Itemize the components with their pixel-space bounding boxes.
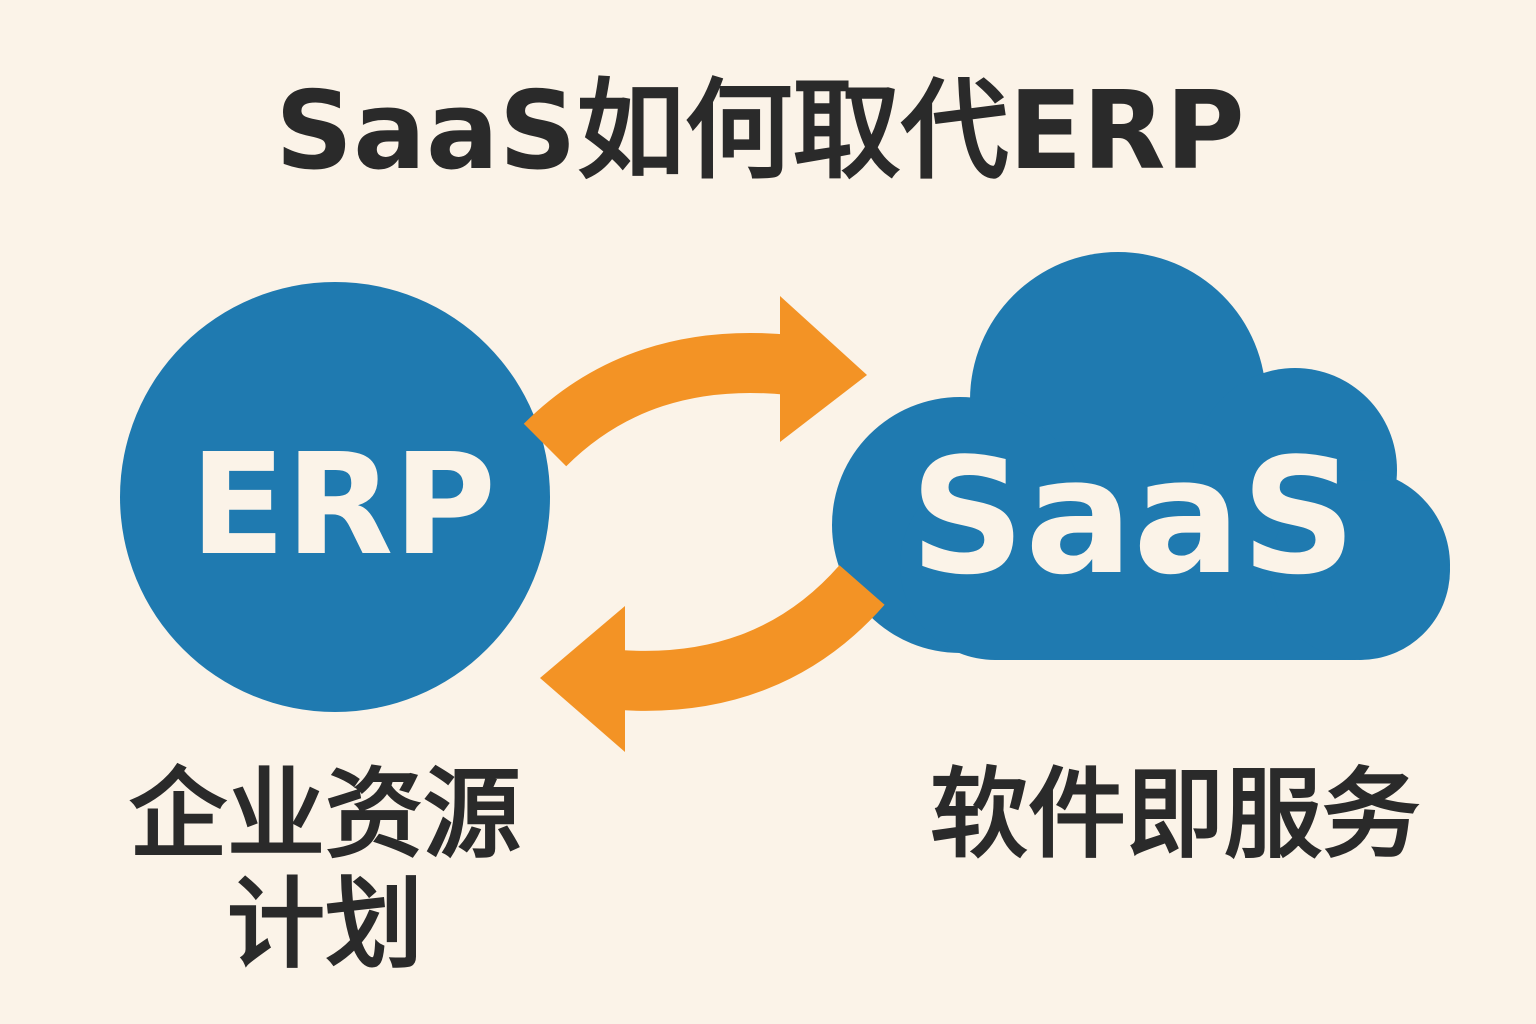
title: SaaS如何取代ERP (275, 69, 1244, 194)
cloud-icon (832, 252, 1450, 660)
arrow-to-erp-icon (540, 564, 885, 752)
erp-label: ERP (190, 424, 496, 587)
erp-description-line2: 计划 (227, 868, 423, 982)
saas-cloud: SaaS (832, 252, 1450, 660)
saas-label: SaaS (910, 423, 1356, 610)
erp-description-line1: 企业资源 (129, 758, 521, 872)
saas-description: 软件即服务 (930, 758, 1420, 872)
erp-circle: ERP (120, 282, 550, 712)
arrow-to-saas-icon (523, 296, 867, 467)
